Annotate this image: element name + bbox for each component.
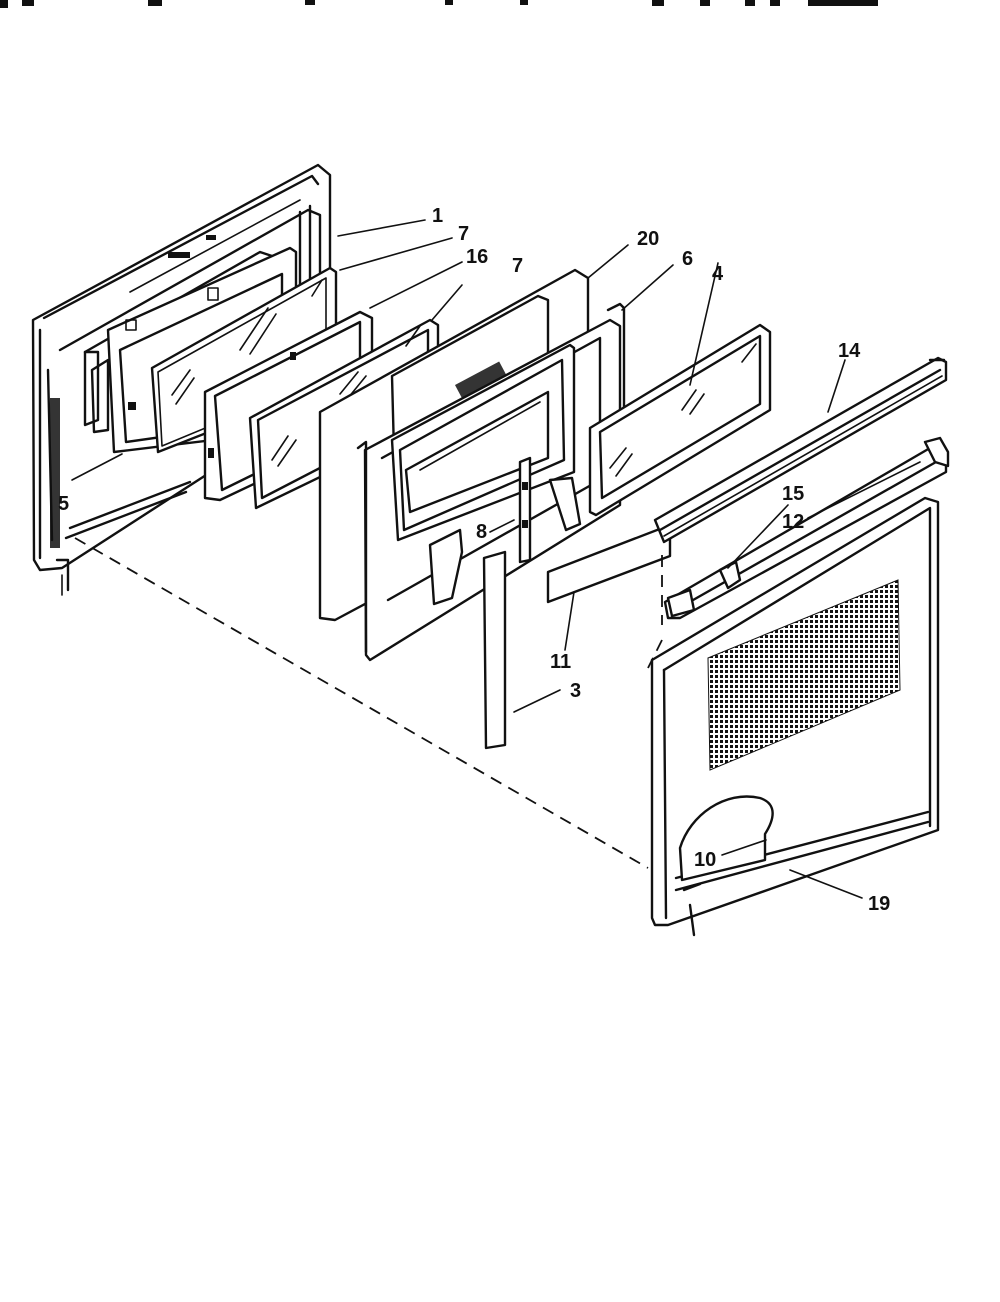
front-door-panel	[650, 496, 940, 937]
outer-glass-panel	[588, 323, 772, 517]
callout-20: 20	[637, 228, 659, 250]
callout-leaders	[61, 219, 921, 899]
hinge-bracket	[518, 456, 532, 564]
callout-1: 1	[432, 205, 443, 227]
callout-12: 12	[782, 511, 804, 533]
callout-8: 8	[476, 521, 487, 543]
assembly-guide-lines	[74, 537, 663, 869]
callout-5: 5	[58, 493, 69, 515]
callout-4: 4	[712, 263, 724, 285]
callout-16: 16	[466, 246, 488, 268]
callout-7b: 7	[512, 255, 523, 277]
callout-19: 19	[868, 893, 890, 915]
inner-door-liner	[356, 302, 626, 662]
side-trim	[482, 550, 507, 750]
callout-15: 15	[782, 483, 804, 505]
callout-14: 14	[838, 340, 861, 362]
callout-6: 6	[682, 248, 693, 270]
callout-11: 11	[550, 651, 571, 673]
callout-numbers: 1 7 16 7 20 6 4 14 15 12 5 8 11 3 10 19	[58, 205, 890, 915]
top-trim-rail	[653, 356, 948, 544]
door-handle-bar	[546, 523, 672, 604]
vent-rail	[663, 436, 950, 620]
callout-7a: 7	[458, 223, 469, 245]
callout-3: 3	[570, 680, 581, 702]
callout-10: 10	[694, 849, 716, 871]
header-scan-artifacts	[0, 0, 878, 8]
